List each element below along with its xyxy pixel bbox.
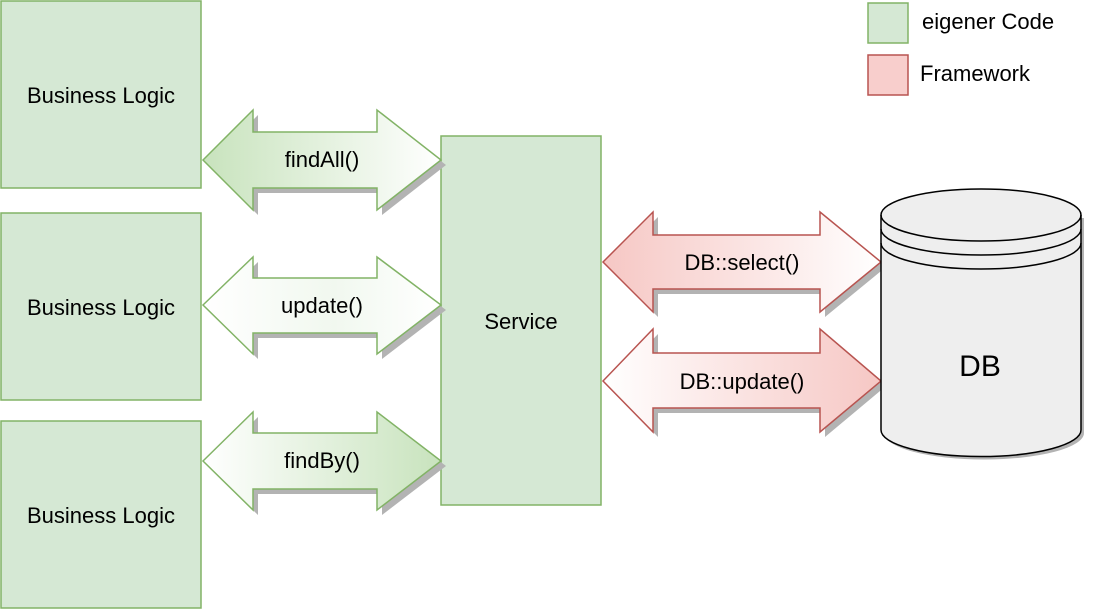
update-label: update() [281,293,363,318]
legend-own-code-swatch [867,2,909,44]
business-logic-label: Business Logic [27,503,175,528]
find-all-arrow: findAll() [201,108,446,215]
find-by-arrow: findBy() [201,410,446,515]
legend: eigener Code Framework [867,2,1054,96]
business-logic-box-1: Business Logic [0,0,202,189]
db-select-label: DB::select() [685,250,800,275]
business-logic-box-2: Business Logic [0,212,202,401]
database-cylinder: DB [880,188,1084,460]
legend-framework-swatch [867,54,909,96]
find-all-label: findAll() [285,147,360,172]
business-logic-label: Business Logic [27,83,175,108]
db-update-label: DB::update() [680,369,805,394]
update-arrow: update() [201,255,446,359]
database-label: DB [959,350,1001,383]
business-logic-label: Business Logic [27,295,175,320]
db-select-arrow: DB::select() [601,210,886,317]
legend-framework-label: Framework [920,61,1031,86]
find-by-label: findBy() [284,448,360,473]
service-box: Service [440,135,602,506]
business-logic-box-3: Business Logic [0,420,202,609]
db-update-arrow: DB::update() [601,327,886,437]
legend-own-code-label: eigener Code [922,9,1054,34]
service-label: Service [484,309,557,334]
